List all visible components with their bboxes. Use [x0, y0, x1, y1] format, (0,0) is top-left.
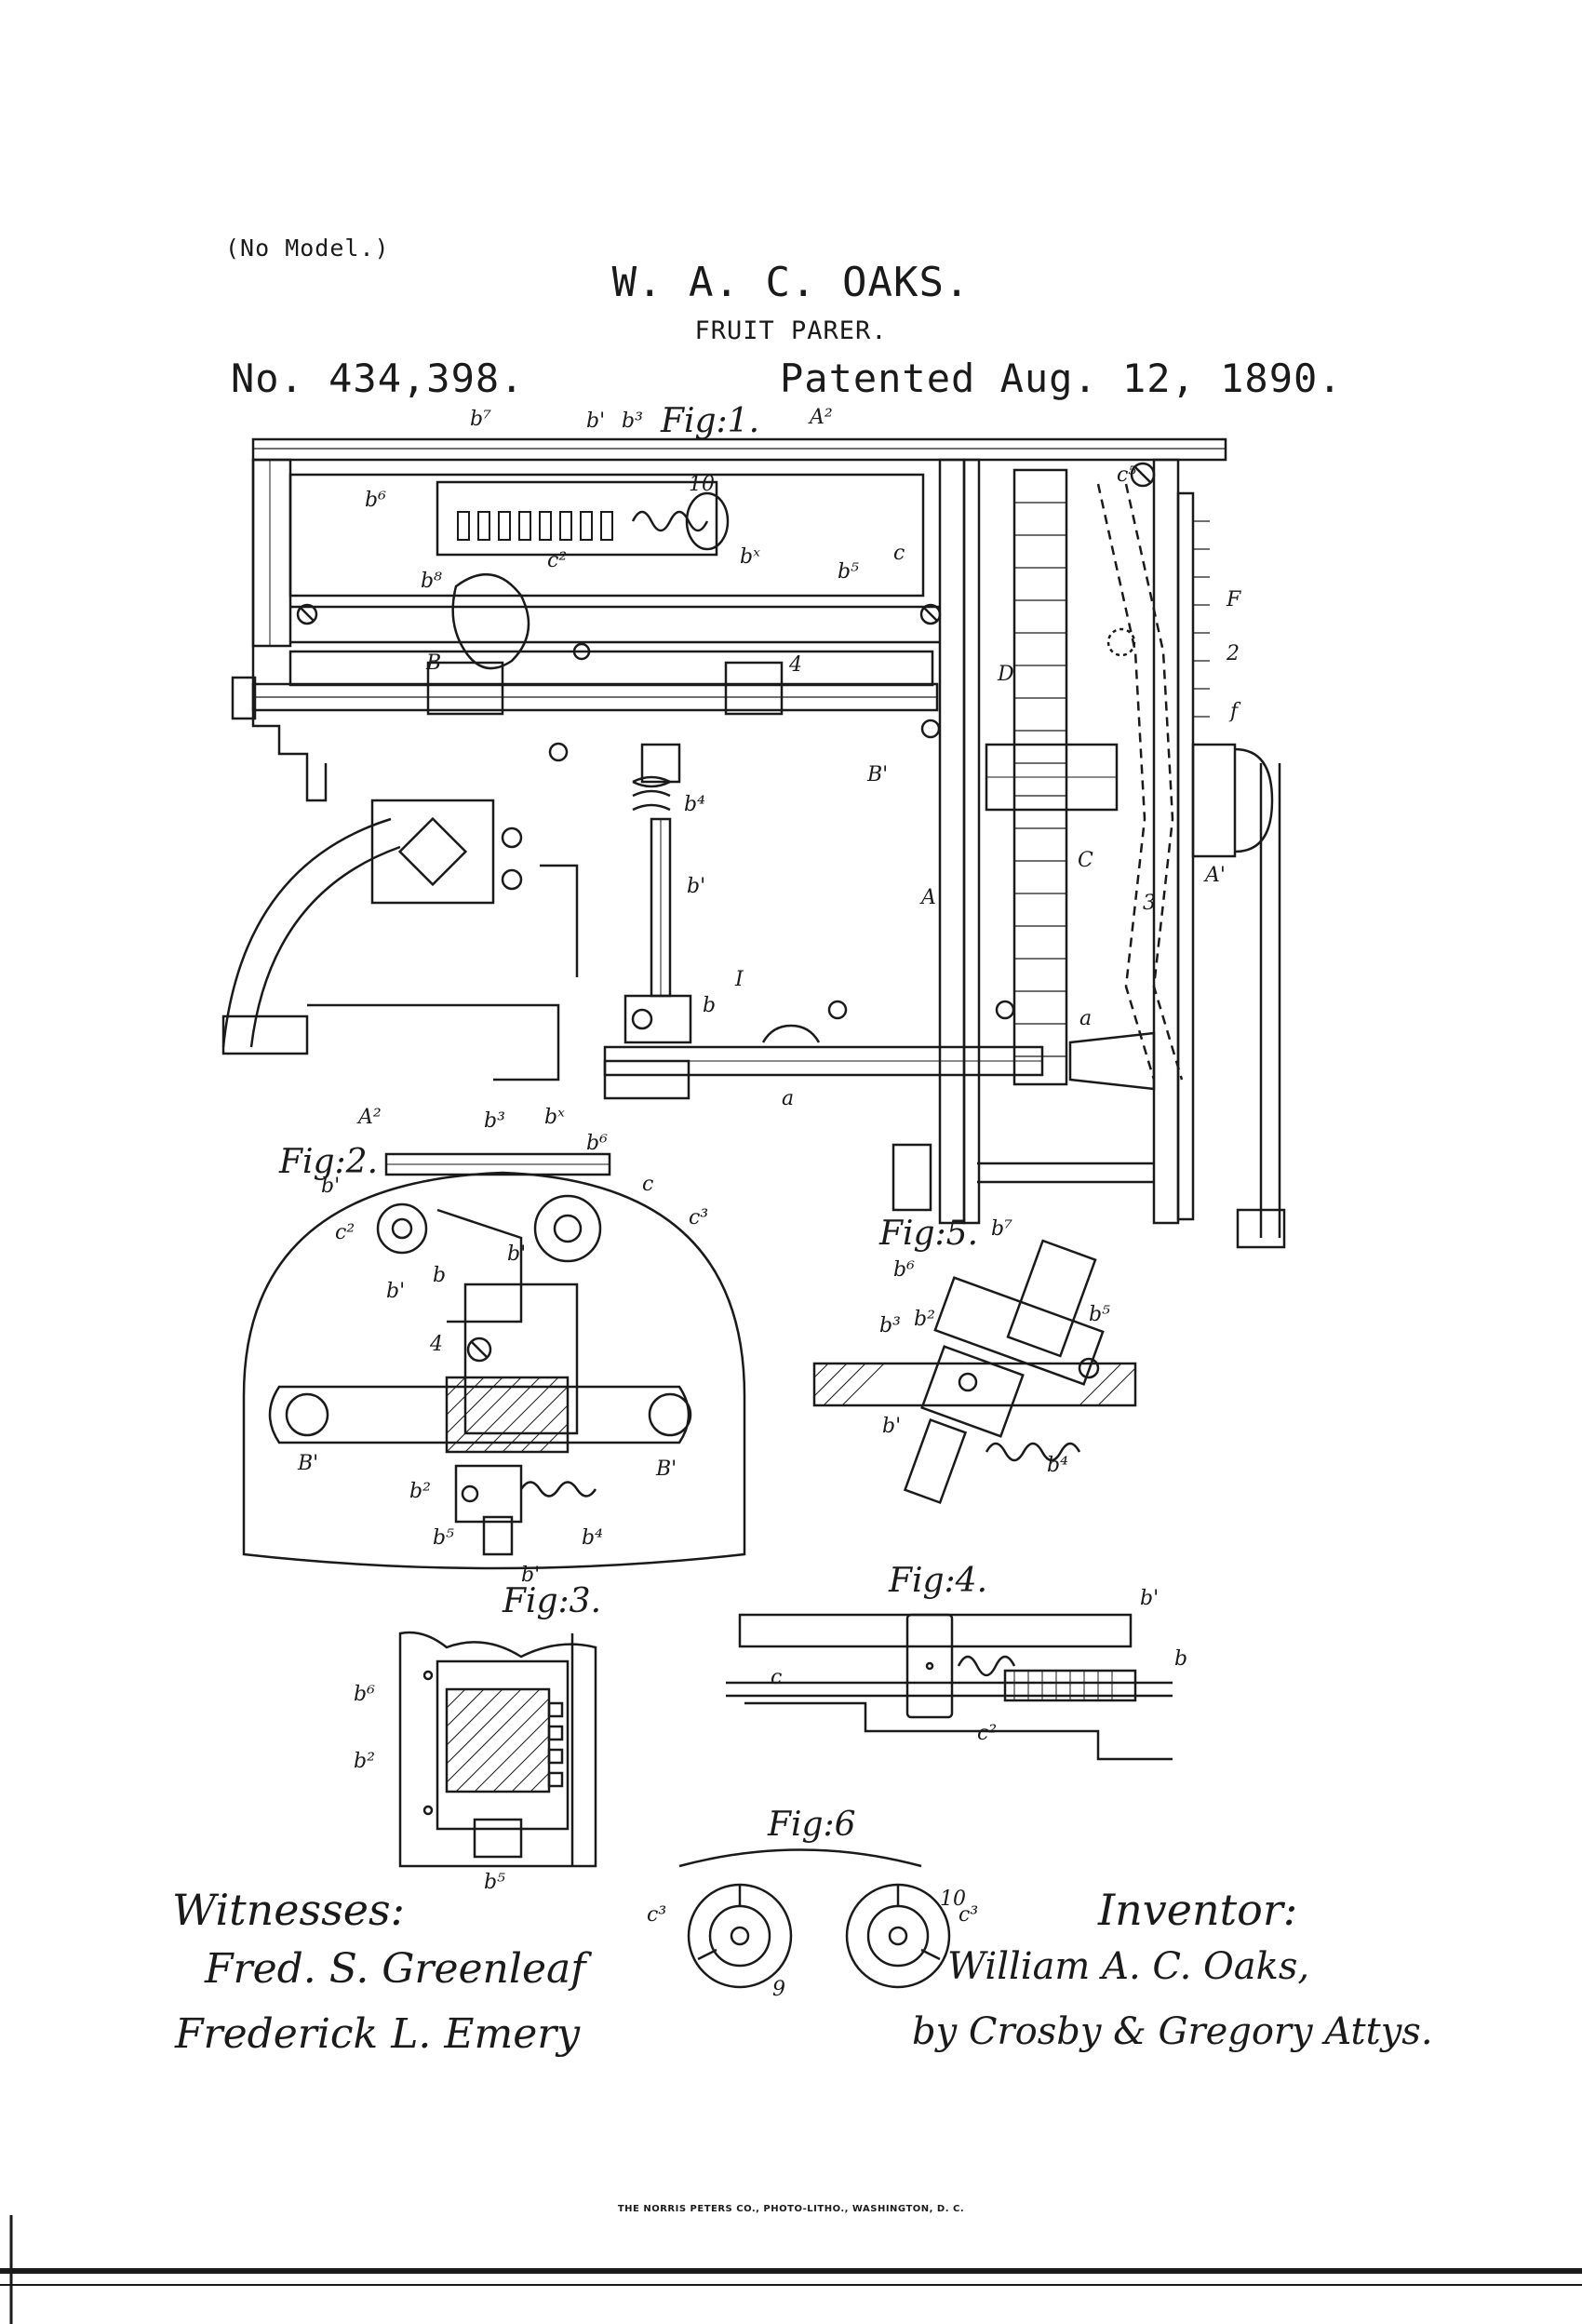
label-fig4-b-prime: b' [1140, 1587, 1160, 1610]
label-fig6-c3-left: c³ [647, 1903, 667, 1927]
label-b1: b' [586, 410, 606, 433]
label-fig2-bx: bˣ [544, 1106, 565, 1129]
label-fig2-c: c [642, 1173, 654, 1196]
label-A: A [921, 886, 936, 909]
label-B: B [426, 652, 442, 675]
label-F: F [1227, 588, 1241, 611]
label-b8: b⁸ [421, 570, 442, 593]
label-b6: b⁶ [365, 489, 386, 512]
label-a-left: a [782, 1087, 795, 1110]
label-a-right: a [1079, 1007, 1093, 1030]
fig-6-label: Fig:6 [768, 1806, 856, 1844]
label-b4: b⁴ [684, 793, 705, 816]
label-b5: b⁵ [838, 560, 859, 584]
label-c: c [893, 542, 905, 565]
label-I: I [735, 968, 744, 991]
figure-3-drawing [398, 1631, 597, 1868]
label-fig5-b5: b⁵ [1089, 1303, 1110, 1326]
inventor-heading: Inventor: [1098, 1885, 1298, 1935]
label-A-prime: A' [1205, 864, 1226, 887]
printer-credit: THE NORRIS PETERS CO., PHOTO-LITHO., WAS… [617, 2204, 965, 2214]
label-2: 2 [1227, 642, 1240, 665]
label-fig5-b2: b² [914, 1308, 935, 1331]
invention-title: FRUIT PARER. [694, 316, 888, 345]
witness-signature-2: Frederick L. Emery [175, 2010, 581, 2058]
label-fig2-B-prime-right: B' [656, 1458, 677, 1481]
fig-1-label: Fig:1. [661, 402, 760, 440]
label-fig5-b3: b³ [879, 1314, 901, 1337]
label-4: 4 [789, 653, 802, 677]
inventor-signature: William A. C. Oaks, [947, 1945, 1310, 1988]
fig-5-label: Fig:5. [879, 1215, 979, 1253]
label-A2: A² [810, 406, 833, 429]
label-fig2-c2: c² [335, 1221, 355, 1244]
label-fig3-b5: b⁵ [484, 1871, 505, 1894]
label-fig2-b6: b⁶ [586, 1132, 608, 1155]
label-c2: c² [547, 549, 568, 572]
label-fig5-b7: b⁷ [991, 1217, 1012, 1241]
label-bx: bˣ [740, 545, 760, 569]
inventor-name: W. A. C. OAKS. [611, 259, 971, 306]
label-10: 10 [689, 473, 715, 496]
label-fig4-b: b [1174, 1647, 1188, 1671]
label-fig2-b2: b² [409, 1480, 431, 1503]
figure-4-drawing [726, 1613, 1173, 1761]
label-3: 3 [1143, 892, 1156, 915]
label-fig2-4: 4 [430, 1333, 443, 1356]
label-fig2-A2: A² [358, 1106, 382, 1129]
label-fig2-b-prime: b' [507, 1243, 527, 1266]
label-B-prime: B' [867, 763, 889, 786]
figure-1-drawing [221, 437, 1286, 1249]
label-fig2-b: b [433, 1264, 447, 1287]
label-fig4-c: c [771, 1666, 783, 1689]
patent-date: Patented Aug. 12, 1890. [780, 356, 1343, 401]
label-fig2-b4: b⁴ [582, 1526, 603, 1550]
figure-2-drawing [242, 1152, 746, 1570]
label-fig2-c3: c³ [689, 1206, 709, 1229]
label-fig2-b1: b' [321, 1175, 341, 1198]
label-b-prime: b' [687, 875, 706, 898]
label-D: D [998, 663, 1014, 686]
witness-signature-1: Fred. S. Greenleaf [205, 1945, 586, 1993]
label-c5: c⁵ [1117, 463, 1137, 487]
label-fig2-b-prime-2: b' [386, 1280, 406, 1303]
fig-4-label: Fig:4. [889, 1562, 988, 1600]
witnesses-heading: Witnesses: [172, 1885, 406, 1935]
label-fig3-b2: b² [354, 1750, 375, 1773]
label-b: b [703, 994, 717, 1017]
label-fig2-b5: b⁵ [433, 1526, 454, 1550]
label-C: C [1078, 849, 1093, 872]
patent-number: No. 434,398. [231, 356, 525, 401]
label-fig6-10: 10 [940, 1887, 966, 1911]
label-fig2-b-prime-3: b' [521, 1564, 541, 1587]
label-fig4-c2: c² [977, 1722, 998, 1745]
label-fig3-b6: b⁶ [354, 1683, 375, 1706]
attorney-signature: by Crosby & Gregory Attys. [912, 2010, 1433, 2053]
label-b7: b⁷ [470, 408, 491, 431]
label-fig6-9: 9 [772, 1978, 785, 2001]
fig-2-label: Fig:2. [279, 1143, 379, 1181]
label-fig2-B-prime-left: B' [298, 1452, 319, 1475]
label-fig2-b3: b³ [484, 1109, 505, 1133]
label-fig5-b4: b⁴ [1047, 1454, 1068, 1477]
figure-6-drawing [678, 1848, 951, 1989]
label-fig6-c3-right: c³ [959, 1903, 979, 1927]
fig-3-label: Fig:3. [503, 1582, 602, 1620]
figure-5-drawing [812, 1239, 1137, 1505]
label-b3: b³ [622, 410, 643, 433]
no-model-note: (No Model.) [225, 235, 390, 262]
label-fig5-b-prime: b' [882, 1415, 902, 1438]
label-fig5-b6: b⁶ [893, 1258, 915, 1282]
label-f: f [1230, 700, 1239, 723]
